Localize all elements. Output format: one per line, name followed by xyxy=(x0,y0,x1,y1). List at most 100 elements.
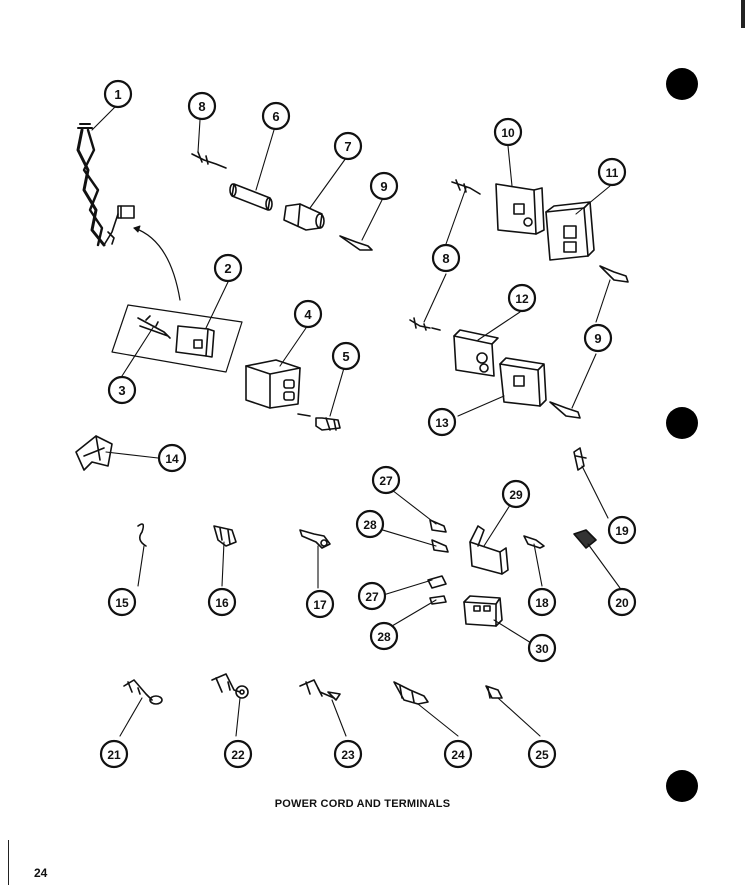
splice-sleeve-part xyxy=(229,183,273,211)
page-edge-mark xyxy=(741,0,745,28)
punch-hole-bottom xyxy=(666,770,698,802)
callout-3: 3 xyxy=(107,375,137,405)
callout-7: 7 xyxy=(333,131,363,161)
ring-terminal-21-part xyxy=(123,679,163,705)
svg-text:15: 15 xyxy=(115,596,129,610)
wire-spring-part xyxy=(137,523,147,547)
svg-text:6: 6 xyxy=(272,109,279,124)
callout-13: 13 xyxy=(427,407,457,437)
punch-hole-top xyxy=(666,68,698,100)
svg-text:20: 20 xyxy=(615,596,629,610)
terminal-25-part xyxy=(485,685,503,699)
svg-text:29: 29 xyxy=(509,488,523,502)
female-terminal-part xyxy=(297,413,341,431)
svg-text:3: 3 xyxy=(118,383,125,398)
callout-12: 12 xyxy=(507,283,537,313)
svg-text:7: 7 xyxy=(344,139,351,154)
callout-27-b: 27 xyxy=(357,581,387,611)
punch-hole-middle xyxy=(666,407,698,439)
page-number: 24 xyxy=(34,866,48,880)
ring-terminal-22-part xyxy=(211,673,249,699)
svg-text:13: 13 xyxy=(435,416,449,430)
svg-text:16: 16 xyxy=(215,596,229,610)
svg-text:30: 30 xyxy=(535,642,549,656)
svg-text:4: 4 xyxy=(304,307,312,322)
connector-housing-30-part xyxy=(463,595,503,627)
svg-text:23: 23 xyxy=(341,748,355,762)
callout-18: 18 xyxy=(527,587,557,617)
callout-19: 19 xyxy=(607,515,637,545)
callout-9-b: 9 xyxy=(583,323,613,353)
callout-2: 2 xyxy=(213,253,243,283)
terminal-18-part xyxy=(523,535,545,549)
male-terminal-part xyxy=(191,151,481,331)
cord-clip-part xyxy=(75,435,113,471)
callout-5: 5 xyxy=(331,341,361,371)
svg-text:18: 18 xyxy=(535,596,549,610)
callout-8: 8 xyxy=(187,91,217,121)
terminal-19-part xyxy=(573,447,587,471)
housing-assembly-panel xyxy=(111,304,243,373)
svg-text:5: 5 xyxy=(342,349,349,364)
callout-6: 6 xyxy=(261,101,291,131)
callout-23: 23 xyxy=(333,739,363,769)
svg-text:12: 12 xyxy=(515,292,529,306)
svg-text:10: 10 xyxy=(501,126,515,140)
connector-housing-part xyxy=(245,359,301,409)
callout-22: 22 xyxy=(223,739,253,769)
svg-text:19: 19 xyxy=(615,524,629,538)
callout-24: 24 xyxy=(443,739,473,769)
svg-text:9: 9 xyxy=(594,331,601,346)
connector-housing-29-part xyxy=(469,525,509,575)
callout-8-b: 8 xyxy=(431,243,461,273)
callout-28-b: 28 xyxy=(369,621,399,651)
connector-housing-11-part xyxy=(545,201,595,261)
insulated-sleeve-part xyxy=(283,203,325,231)
callout-9: 9 xyxy=(369,171,399,201)
figure-caption: POWER CORD AND TERMINALS xyxy=(274,798,451,810)
callout-30: 30 xyxy=(527,633,557,663)
callout-10: 10 xyxy=(493,117,523,147)
svg-text:25: 25 xyxy=(535,748,549,762)
callout-21: 21 xyxy=(99,739,129,769)
svg-text:17: 17 xyxy=(313,598,327,612)
svg-text:21: 21 xyxy=(107,748,121,762)
callout-15: 15 xyxy=(107,587,137,617)
callout-11: 11 xyxy=(597,157,627,187)
terminal-17-part xyxy=(299,529,331,549)
small-terminal-part xyxy=(427,519,449,605)
terminal-24-part xyxy=(393,681,429,705)
svg-text:27: 27 xyxy=(379,474,393,488)
svg-text:1: 1 xyxy=(114,87,121,102)
callout-16: 16 xyxy=(207,587,237,617)
terminal-20-part xyxy=(573,529,597,549)
callout-28: 28 xyxy=(355,509,385,539)
svg-text:24: 24 xyxy=(451,748,465,762)
connector-housing-13-part xyxy=(499,357,547,407)
svg-text:22: 22 xyxy=(231,748,245,762)
svg-text:8: 8 xyxy=(198,99,205,114)
callout-1: 1 xyxy=(103,79,133,109)
svg-text:8: 8 xyxy=(442,251,449,266)
callout-27: 27 xyxy=(371,465,401,495)
leader-lines xyxy=(91,103,621,737)
callout-25: 25 xyxy=(527,739,557,769)
terminal-23-part xyxy=(299,679,341,701)
power-cord-part xyxy=(76,123,181,301)
connector-housing-10-part xyxy=(495,183,545,235)
callout-17: 17 xyxy=(305,589,335,619)
page-edge-mark xyxy=(8,840,9,885)
svg-text:9: 9 xyxy=(380,179,387,194)
svg-text:27: 27 xyxy=(365,590,379,604)
callout-4: 4 xyxy=(293,299,323,329)
ring-terminal-16-part xyxy=(213,525,237,547)
callout-29: 29 xyxy=(501,479,531,509)
svg-text:2: 2 xyxy=(224,261,231,276)
svg-text:14: 14 xyxy=(165,452,179,466)
svg-text:28: 28 xyxy=(363,518,377,532)
svg-text:28: 28 xyxy=(377,630,391,644)
svg-text:11: 11 xyxy=(606,166,619,180)
callout-20: 20 xyxy=(607,587,637,617)
